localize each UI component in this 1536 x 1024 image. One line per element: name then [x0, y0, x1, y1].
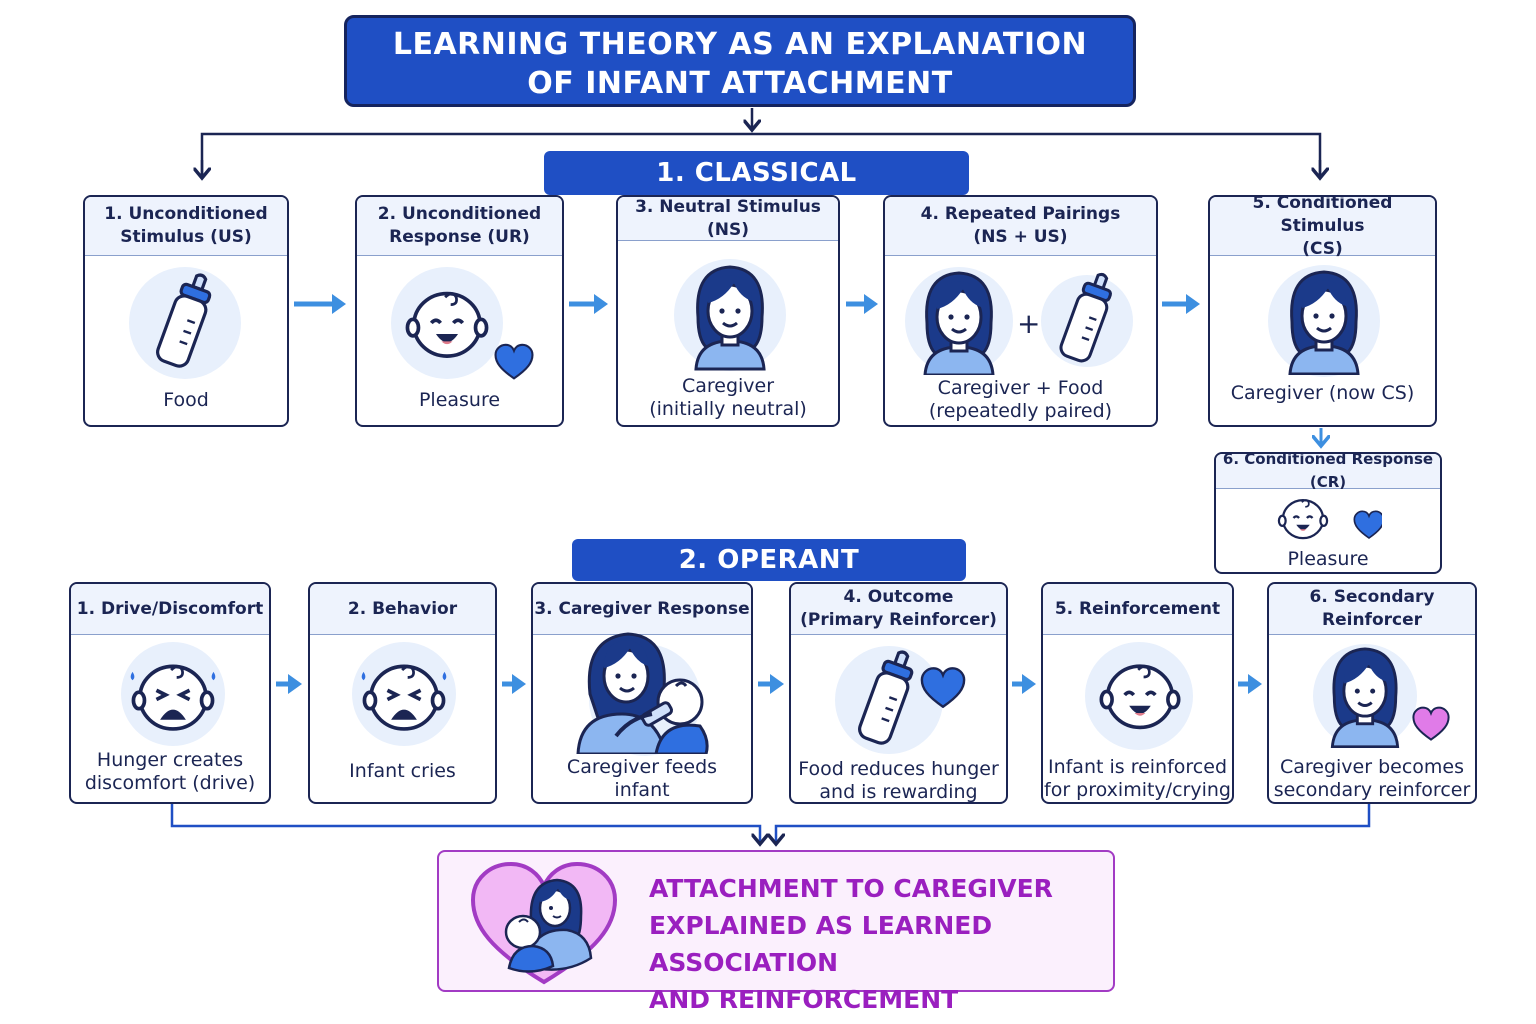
card-header: 3. Neutral Stimulus (NS) — [618, 197, 838, 241]
crying-baby-icon — [121, 642, 225, 746]
result-line-1: ATTACHMENT TO CAREGIVER — [649, 874, 1053, 903]
card-caption: Infant cries — [349, 760, 456, 782]
card-caption: Caregiver (now CS) — [1230, 382, 1415, 404]
caregiver-icon — [1268, 265, 1380, 377]
card-caption: Pleasure — [418, 389, 501, 411]
classical-card-5: 5. Conditioned Stimulus(CS) Caregiver (n… — [1208, 195, 1437, 427]
plus-sign: + — [1017, 307, 1041, 340]
classical-card-4: 4. Repeated Pairings(NS + US) + Caregive… — [883, 195, 1158, 427]
caregiver-heart-icon — [1313, 644, 1450, 748]
caregiver-feeding-icon — [563, 620, 723, 756]
happy-baby-icon — [391, 267, 534, 380]
card-header: 2. Behavior — [310, 584, 495, 635]
happy-baby-icon — [1085, 642, 1193, 750]
result-text: ATTACHMENT TO CAREGIVER EXPLAINED AS LEA… — [649, 870, 1113, 1018]
result-box: ATTACHMENT TO CAREGIVER EXPLAINED AS LEA… — [437, 850, 1115, 1014]
happy-baby-icon — [1277, 498, 1382, 540]
result-line-2: EXPLAINED AS LEARNED ASSOCIATION — [649, 911, 993, 977]
caregiver-icon — [674, 259, 786, 371]
crying-baby-icon — [352, 642, 456, 746]
classical-heading: 1. CLASSICAL CONDITIONING — [544, 151, 969, 232]
bottle-icon — [129, 267, 241, 379]
operant-arrows — [276, 674, 1262, 694]
title-line-1: LEARNING THEORY AS AN EXPLANATION — [392, 27, 1088, 62]
card-header: 4. Repeated Pairings(NS + US) — [885, 197, 1156, 256]
page-title: LEARNING THEORY AS AN EXPLANATION OF INF… — [344, 15, 1136, 107]
card-caption: Caregiver + Food(repeatedly paired) — [928, 377, 1113, 422]
card-header: 4. Outcome(Primary Reinforcer) — [791, 584, 1006, 635]
arrow-down-cr — [1310, 428, 1332, 452]
card-header: 6. Conditioned Response (CR) — [1216, 454, 1440, 491]
card-caption: Caregiver(initially neutral) — [649, 375, 807, 420]
classical-card-6: 6. Conditioned Response (CR) Pleasure — [1214, 452, 1442, 574]
result-line-3: AND REINFORCEMENT — [649, 985, 959, 1014]
classical-arrows — [294, 294, 1200, 314]
bottle-heart-icon — [835, 645, 966, 754]
bottom-connectors — [170, 804, 1371, 852]
card-header: 5. Conditioned Stimulus(CS) — [1210, 197, 1435, 259]
card-header: 1. Drive/Discomfort — [71, 584, 269, 635]
top-connectors — [0, 108, 1536, 200]
classical-card-3: 3. Neutral Stimulus (NS) Caregiver(initi… — [616, 195, 840, 427]
caregiver-bottle-icon — [905, 267, 1133, 375]
operant-card-4: 4. Outcome(Primary Reinforcer) Food redu… — [789, 582, 1008, 804]
card-caption: Food — [163, 389, 209, 411]
operant-card-2: 2. Behavior Infant cries — [308, 582, 497, 804]
card-header: 3. Caregiver Response — [533, 584, 751, 635]
card-caption: Pleasure — [1287, 548, 1369, 570]
card-header: 5. Reinforcement — [1043, 584, 1232, 635]
mother-baby-heart-icon — [470, 861, 618, 985]
title-line-2: OF INFANT ATTACHMENT — [527, 66, 953, 101]
operant-heading: 2. OPERANT CONDITIONING — [572, 539, 966, 617]
